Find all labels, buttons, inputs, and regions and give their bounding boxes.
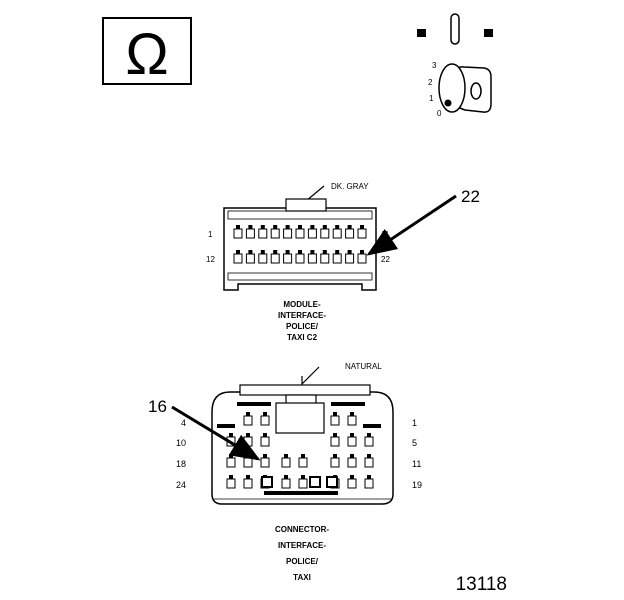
module-connector <box>223 185 377 291</box>
interface-cavity <box>298 475 308 489</box>
interface-cavity <box>260 412 270 426</box>
interface-pin-5-label: 5 <box>412 438 417 448</box>
key-position-3: 3 <box>432 61 437 70</box>
interface-pin-10-label: 10 <box>176 438 186 448</box>
module-cavity <box>295 250 305 264</box>
interface-caption-line-3: POLICE/ <box>286 557 319 566</box>
interface-plugged-cavity <box>261 476 273 488</box>
module-pin-12-label: 12 <box>206 255 215 264</box>
interface-cavity <box>347 454 357 468</box>
interface-cavity <box>330 433 340 447</box>
interface-plugged-cavity <box>326 476 338 488</box>
module-cavity <box>332 250 342 264</box>
interface-cavity <box>260 433 270 447</box>
module-pin-22-label: 22 <box>381 255 390 264</box>
interface-pin-1-label: 1 <box>412 418 417 428</box>
module-cavity <box>345 250 355 264</box>
omega-symbol-box: Ω <box>102 17 192 87</box>
interface-color-label: NATURAL <box>345 362 382 371</box>
pin-16-arrow <box>171 405 261 461</box>
module-cavity <box>233 250 243 264</box>
omega-symbol: Ω <box>125 22 168 87</box>
interface-cavity <box>330 412 340 426</box>
interface-connector <box>211 366 394 505</box>
interface-pin-24-label: 24 <box>176 480 186 490</box>
interface-pin-18-label: 18 <box>176 459 186 469</box>
interface-cavity <box>226 475 236 489</box>
interface-cavity <box>243 475 253 489</box>
interface-plugged-cavity <box>309 476 321 488</box>
module-cavity <box>307 225 317 239</box>
module-cavity <box>258 250 268 264</box>
callout-22: 22 <box>461 187 480 206</box>
key-position-0: 0 <box>437 109 442 118</box>
interface-cavity <box>364 454 374 468</box>
interface-cavity <box>364 475 374 489</box>
module-cavity <box>307 250 317 264</box>
module-pin-11-label: 11 <box>381 230 390 239</box>
module-cavity <box>233 225 243 239</box>
key-position-1: 1 <box>429 94 434 103</box>
interface-cavity <box>281 454 291 468</box>
interface-cavity <box>347 433 357 447</box>
interface-cavity <box>347 475 357 489</box>
module-caption-line-3: POLICE/ <box>286 322 319 331</box>
interface-caption-line-4: TAXI <box>293 573 311 582</box>
module-cavity <box>357 250 367 264</box>
figure-number: 13118 <box>456 574 507 595</box>
module-cavity <box>320 225 330 239</box>
interface-cavity <box>298 454 308 468</box>
module-cavity <box>345 225 355 239</box>
module-pin-1-label: 1 <box>208 230 213 239</box>
interface-cavity <box>347 412 357 426</box>
module-cavity <box>270 225 280 239</box>
callout-16: 16 <box>148 397 167 416</box>
module-caption-line-1: MODULE- <box>283 300 321 309</box>
key-position-2: 2 <box>428 78 433 87</box>
module-cavity <box>295 225 305 239</box>
module-caption-line-2: INTERFACE- <box>278 311 326 320</box>
module-cavity <box>283 250 293 264</box>
ignition-key-icon <box>417 13 493 113</box>
module-cavity <box>245 225 255 239</box>
pin-22-arrow <box>366 194 457 256</box>
interface-pin-4-label: 4 <box>181 418 186 428</box>
module-cavity <box>283 225 293 239</box>
interface-cavity <box>364 433 374 447</box>
module-cavity <box>270 250 280 264</box>
interface-cavity <box>330 454 340 468</box>
module-cavity <box>357 225 367 239</box>
module-cavity <box>245 250 255 264</box>
module-cavity <box>258 225 268 239</box>
interface-pin-11-label: 11 <box>412 459 421 469</box>
interface-cavity <box>243 412 253 426</box>
module-caption-line-4: TAXI C2 <box>287 333 318 342</box>
interface-pin-19-label: 19 <box>412 480 422 490</box>
interface-cavity <box>281 475 291 489</box>
interface-caption-line-2: INTERFACE- <box>278 541 326 550</box>
interface-caption-line-1: CONNECTOR- <box>275 525 329 534</box>
module-cavity <box>332 225 342 239</box>
module-cavity <box>320 250 330 264</box>
module-color-label: DK. GRAY <box>331 182 369 191</box>
interface-cavity <box>260 454 270 468</box>
